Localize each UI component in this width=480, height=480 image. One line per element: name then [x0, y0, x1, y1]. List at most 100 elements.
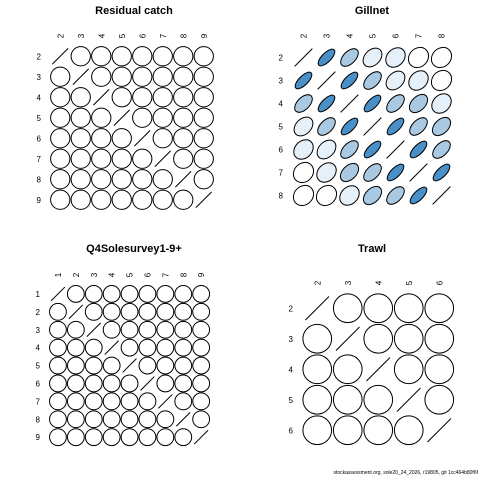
correlation-ellipse [70, 107, 91, 128]
correlation-ellipse [102, 410, 121, 429]
correlation-ellipse [340, 71, 359, 90]
correlation-ellipse [302, 415, 333, 446]
correlation-ellipse [152, 107, 173, 128]
correlation-ellipse [192, 320, 211, 339]
correlation-ellipse [50, 66, 71, 87]
row-tick-label: 2 [289, 304, 294, 313]
correlation-ellipse [50, 128, 71, 149]
correlation-ellipse [431, 93, 452, 114]
correlation-ellipse [102, 392, 121, 411]
row-tick-label: 5 [289, 396, 294, 405]
row-tick-label: 6 [36, 379, 41, 388]
correlation-ellipse [66, 410, 85, 429]
correlation-ellipse [49, 338, 67, 357]
correlation-ellipse [302, 354, 333, 385]
correlation-ellipse [293, 139, 314, 160]
correlation-ellipse [302, 323, 333, 354]
correlation-ellipse [294, 71, 313, 90]
correlation-ellipse [363, 323, 394, 354]
column-tick-label: 2 [300, 33, 309, 38]
correlation-ellipse [70, 128, 91, 149]
correlation-ellipse [132, 66, 153, 87]
correlation-ellipse [385, 47, 406, 68]
column-tick-label: 8 [438, 33, 447, 38]
correlation-ellipse [152, 128, 173, 149]
column-tick-label: 4 [374, 280, 383, 285]
correlation-ellipse [393, 293, 424, 324]
correlation-ellipse [363, 163, 382, 182]
correlation-ellipse [424, 323, 455, 354]
diagonal-line [92, 88, 110, 106]
diagonal-line [335, 326, 360, 351]
column-tick-label: 6 [138, 33, 147, 38]
correlation-ellipse [138, 428, 157, 447]
column-tick-label: 8 [179, 272, 188, 277]
correlation-ellipse [132, 189, 153, 210]
correlation-ellipse [102, 428, 121, 447]
correlation-ellipse [332, 293, 363, 324]
correlation-ellipse [91, 107, 112, 128]
correlation-ellipse [152, 46, 173, 67]
correlation-ellipse [132, 46, 153, 67]
correlation-ellipse [317, 117, 336, 136]
correlation-ellipse [173, 148, 194, 169]
correlation-ellipse [173, 46, 194, 67]
column-tick-label: 1 [54, 272, 63, 277]
correlation-ellipse [432, 140, 451, 159]
correlation-ellipse [432, 163, 451, 182]
diagonal-line [195, 191, 213, 209]
correlation-ellipse [332, 415, 363, 446]
diagonal-line [86, 322, 102, 338]
diagonal-line [113, 109, 131, 127]
diagonal-line [427, 418, 452, 443]
correlation-ellipse [111, 66, 132, 87]
correlation-ellipse [84, 338, 103, 357]
correlation-ellipse [409, 186, 428, 205]
correlation-ellipse [49, 356, 67, 375]
correlation-ellipse [424, 384, 455, 415]
correlation-ellipse [386, 94, 405, 113]
correlation-ellipse [152, 189, 173, 210]
correlation-ellipse [120, 285, 139, 303]
correlation-ellipse [70, 46, 91, 67]
row-tick-label: 7 [36, 397, 41, 406]
correlation-ellipse [193, 169, 214, 190]
correlation-ellipse [362, 185, 383, 206]
correlation-ellipse [192, 338, 211, 357]
correlation-ellipse [50, 87, 71, 108]
column-tick-label: 6 [392, 33, 401, 38]
correlation-ellipse [50, 169, 71, 190]
correlation-ellipse [363, 293, 394, 324]
correlation-ellipse [156, 428, 175, 447]
correlation-ellipse [174, 320, 193, 339]
correlation-ellipse [363, 71, 382, 90]
correlation-ellipse [66, 356, 85, 375]
correlation-ellipse [91, 66, 112, 87]
correlation-ellipse [70, 87, 91, 108]
correlation-ellipse [91, 169, 112, 190]
correlation-ellipse [174, 374, 193, 393]
correlation-ellipse [292, 161, 315, 184]
correlation-ellipse [386, 186, 405, 205]
correlation-ellipse [152, 66, 173, 87]
column-tick-label: 5 [118, 33, 127, 38]
diagonal-line [72, 68, 90, 86]
correlation-ellipse [385, 70, 406, 91]
correlation-ellipse [193, 46, 214, 67]
row-tick-label: 5 [36, 362, 41, 371]
correlation-ellipse [84, 302, 103, 321]
correlation-ellipse [407, 46, 430, 69]
diagonal-line [305, 296, 330, 321]
correlation-ellipse [84, 392, 103, 411]
row-tick-label: 3 [289, 335, 294, 344]
correlation-ellipse [102, 356, 121, 375]
correlation-ellipse [50, 189, 71, 210]
correlation-ellipse [408, 70, 429, 91]
row-tick-label: 3 [279, 77, 284, 86]
correlation-ellipse [174, 428, 193, 447]
row-tick-label: 9 [37, 196, 42, 205]
row-tick-label: 6 [37, 134, 42, 143]
correlation-ellipse [192, 392, 211, 411]
